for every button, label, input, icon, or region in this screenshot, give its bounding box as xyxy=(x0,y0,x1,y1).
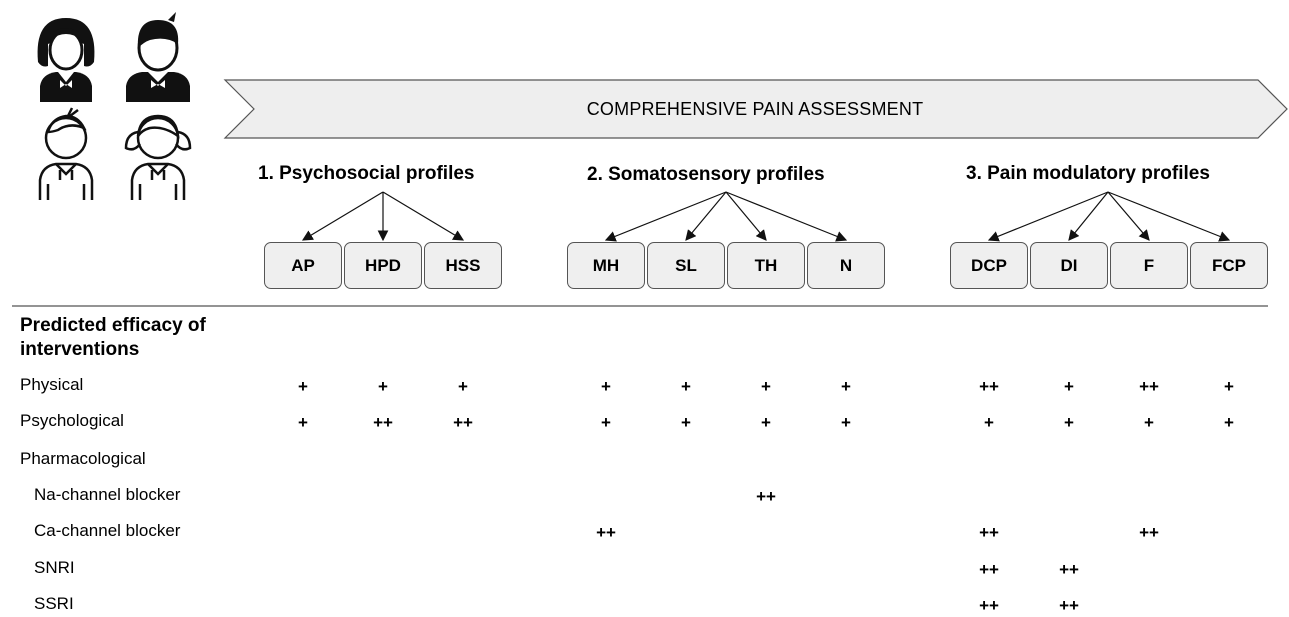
efficacy-cell: + xyxy=(601,413,611,432)
efficacy-cell: ++ xyxy=(1139,377,1159,396)
efficacy-cell: ++ xyxy=(1139,523,1159,542)
assessment-banner-arrow xyxy=(223,79,1288,139)
efficacy-cell: ++ xyxy=(979,560,999,579)
row-label-na-channel-blocker: Na-channel blocker xyxy=(34,485,181,504)
connector-arrow xyxy=(604,191,727,242)
efficacy-cell: + xyxy=(1144,413,1154,432)
row-label-ca-channel-blocker: Ca-channel blocker xyxy=(34,521,181,540)
connector-arrow xyxy=(725,191,767,241)
efficacy-cell: ++ xyxy=(596,523,616,542)
profile-box-n: N xyxy=(807,242,885,289)
group-title-psychosocial: 1. Psychosocial profiles xyxy=(258,163,475,184)
group-title-somatosensory: 2. Somatosensory profiles xyxy=(587,164,825,185)
connector-arrow xyxy=(301,191,384,241)
profile-box-ap: AP xyxy=(264,242,342,289)
connector-arrow xyxy=(1107,191,1231,242)
connector-arrow xyxy=(685,191,727,241)
connector-arrow xyxy=(382,191,465,241)
efficacy-cell: + xyxy=(1224,377,1234,396)
profile-box-di: DI xyxy=(1030,242,1108,289)
efficacy-cell: + xyxy=(458,377,468,396)
profile-box-fcp: FCP xyxy=(1190,242,1268,289)
profile-box-hss: HSS xyxy=(424,242,502,289)
connector-arrow xyxy=(987,191,1109,242)
connector-arrow xyxy=(1068,191,1109,241)
row-label-psychological: Psychological xyxy=(20,411,124,430)
boy-icon xyxy=(38,107,94,200)
efficacy-cell: + xyxy=(1064,377,1074,396)
row-label-snri: SNRI xyxy=(34,558,75,577)
profile-box-th: TH xyxy=(727,242,805,289)
connector-arrow xyxy=(725,191,848,242)
efficacy-cell: ++ xyxy=(979,523,999,542)
efficacy-cell: + xyxy=(984,413,994,432)
profile-box-dcp: DCP xyxy=(950,242,1028,289)
profile-box-hpd: HPD xyxy=(344,242,422,289)
efficacy-cell: + xyxy=(298,377,308,396)
efficacy-cell: + xyxy=(1064,413,1074,432)
profile-box-sl: SL xyxy=(647,242,725,289)
efficacy-cell: + xyxy=(761,377,771,396)
predicted-efficacy-title-line-2: interventions xyxy=(20,339,140,360)
people-icons xyxy=(37,12,192,200)
efficacy-cell: + xyxy=(378,377,388,396)
efficacy-cell: + xyxy=(681,377,691,396)
woman-icon xyxy=(37,18,95,102)
row-label-physical: Physical xyxy=(20,375,84,394)
group-title-pain-modulatory: 3. Pain modulatory profiles xyxy=(966,163,1210,184)
efficacy-cell: + xyxy=(841,377,851,396)
row-label-ssri: SSRI xyxy=(34,594,74,613)
row-label-pharmacological: Pharmacological xyxy=(20,449,146,468)
predicted-efficacy-title-line-1: Predicted efficacy of xyxy=(20,315,206,336)
efficacy-cell: + xyxy=(601,377,611,396)
connector-arrows xyxy=(301,191,1231,242)
efficacy-cell: + xyxy=(681,413,691,432)
girl-icon xyxy=(124,114,192,200)
efficacy-cell: ++ xyxy=(453,413,473,432)
efficacy-cell: ++ xyxy=(979,596,999,615)
efficacy-cell: + xyxy=(1224,413,1234,432)
predicted-efficacy-title: Predicted efficacy of interventions xyxy=(20,314,206,362)
efficacy-cell: + xyxy=(761,413,771,432)
efficacy-cell: ++ xyxy=(756,487,776,506)
profile-box-mh: MH xyxy=(567,242,645,289)
efficacy-cell: ++ xyxy=(1059,596,1079,615)
man-icon xyxy=(126,12,190,102)
efficacy-cell: + xyxy=(841,413,851,432)
efficacy-cell: ++ xyxy=(979,377,999,396)
efficacy-cell: ++ xyxy=(1059,560,1079,579)
efficacy-cell: ++ xyxy=(373,413,393,432)
assessment-banner-title: COMPREHENSIVE PAIN ASSESSMENT xyxy=(586,98,924,119)
connector-arrow xyxy=(1107,191,1150,241)
efficacy-cell: + xyxy=(298,413,308,432)
profile-box-f: F xyxy=(1110,242,1188,289)
